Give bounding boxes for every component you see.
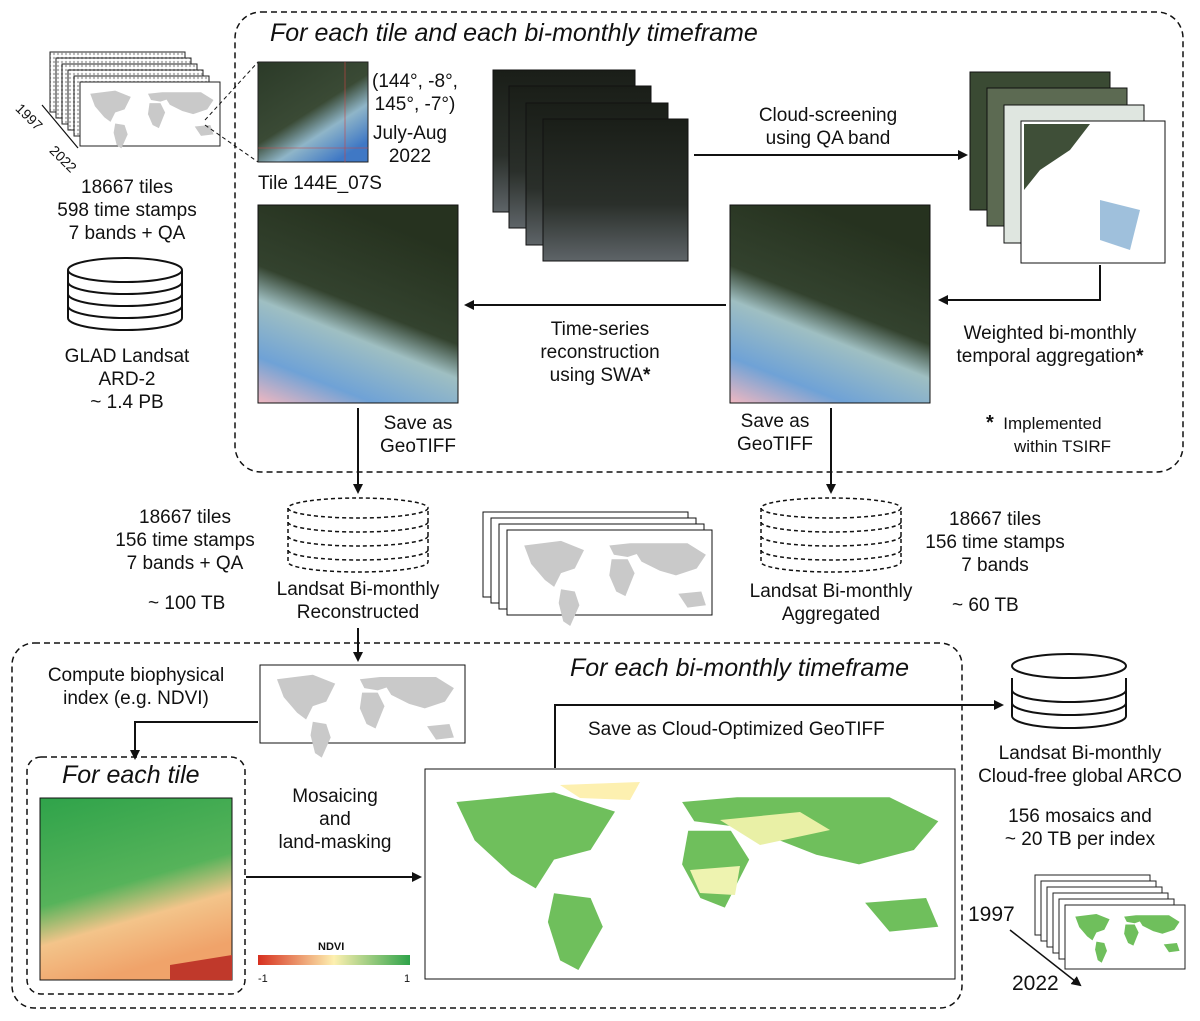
ndvi-tile-image [39,797,233,981]
output-year-end: 2022 [1012,972,1059,995]
aggregated-tile-image [729,204,931,404]
arrow-aggregation [938,265,1101,305]
aggregated-size: ~ 60 TB [952,595,1019,616]
reconstructed-database-icon [287,497,429,573]
output-mosaic-stack [1034,874,1186,970]
raw-scene-stack [492,69,689,262]
frame-tile-title: For each tile [62,761,200,789]
input-database-icon [67,257,183,331]
arrow-to-tile [130,721,258,760]
output-database-icon [1011,653,1127,729]
reconstructed-tile-image [257,204,459,404]
save-cog-label: Save as Cloud-Optimized GeoTIFF [588,719,885,740]
aggregated-database-icon [760,497,902,573]
asterisk-note: * Implemented within TSIRF [986,412,1111,456]
tile-thumbnail [257,61,369,163]
ndvi-legend-bar [258,955,410,965]
legend-title: NDVI [318,941,345,953]
frame-bottom-title: For each bi-monthly timeframe [570,654,910,682]
frame-bottom [11,642,963,1009]
reconstructed-size: ~ 100 TB [148,593,226,614]
output-stats: 156 mosaics and~ 20 TB per index [1004,806,1156,850]
cloud-screened-stack [969,71,1166,264]
output-time-axis [1009,929,1082,987]
input-tile-stack [49,51,221,149]
tile-coords: (144°, -8°,145°, -7°) [372,71,458,115]
frame-top [234,11,1184,473]
legend-max: 1 [404,973,411,985]
tile-name: Tile 144E_07S [258,173,382,194]
input-time-axis [41,104,79,149]
frame-top-title: For each tile and each bi-monthly timefr… [270,19,758,47]
legend-min: -1 [258,973,268,985]
bimonthly-world-stack [482,511,713,626]
arrow-save-cog [554,700,1004,768]
output-year-start: 1997 [968,903,1015,926]
